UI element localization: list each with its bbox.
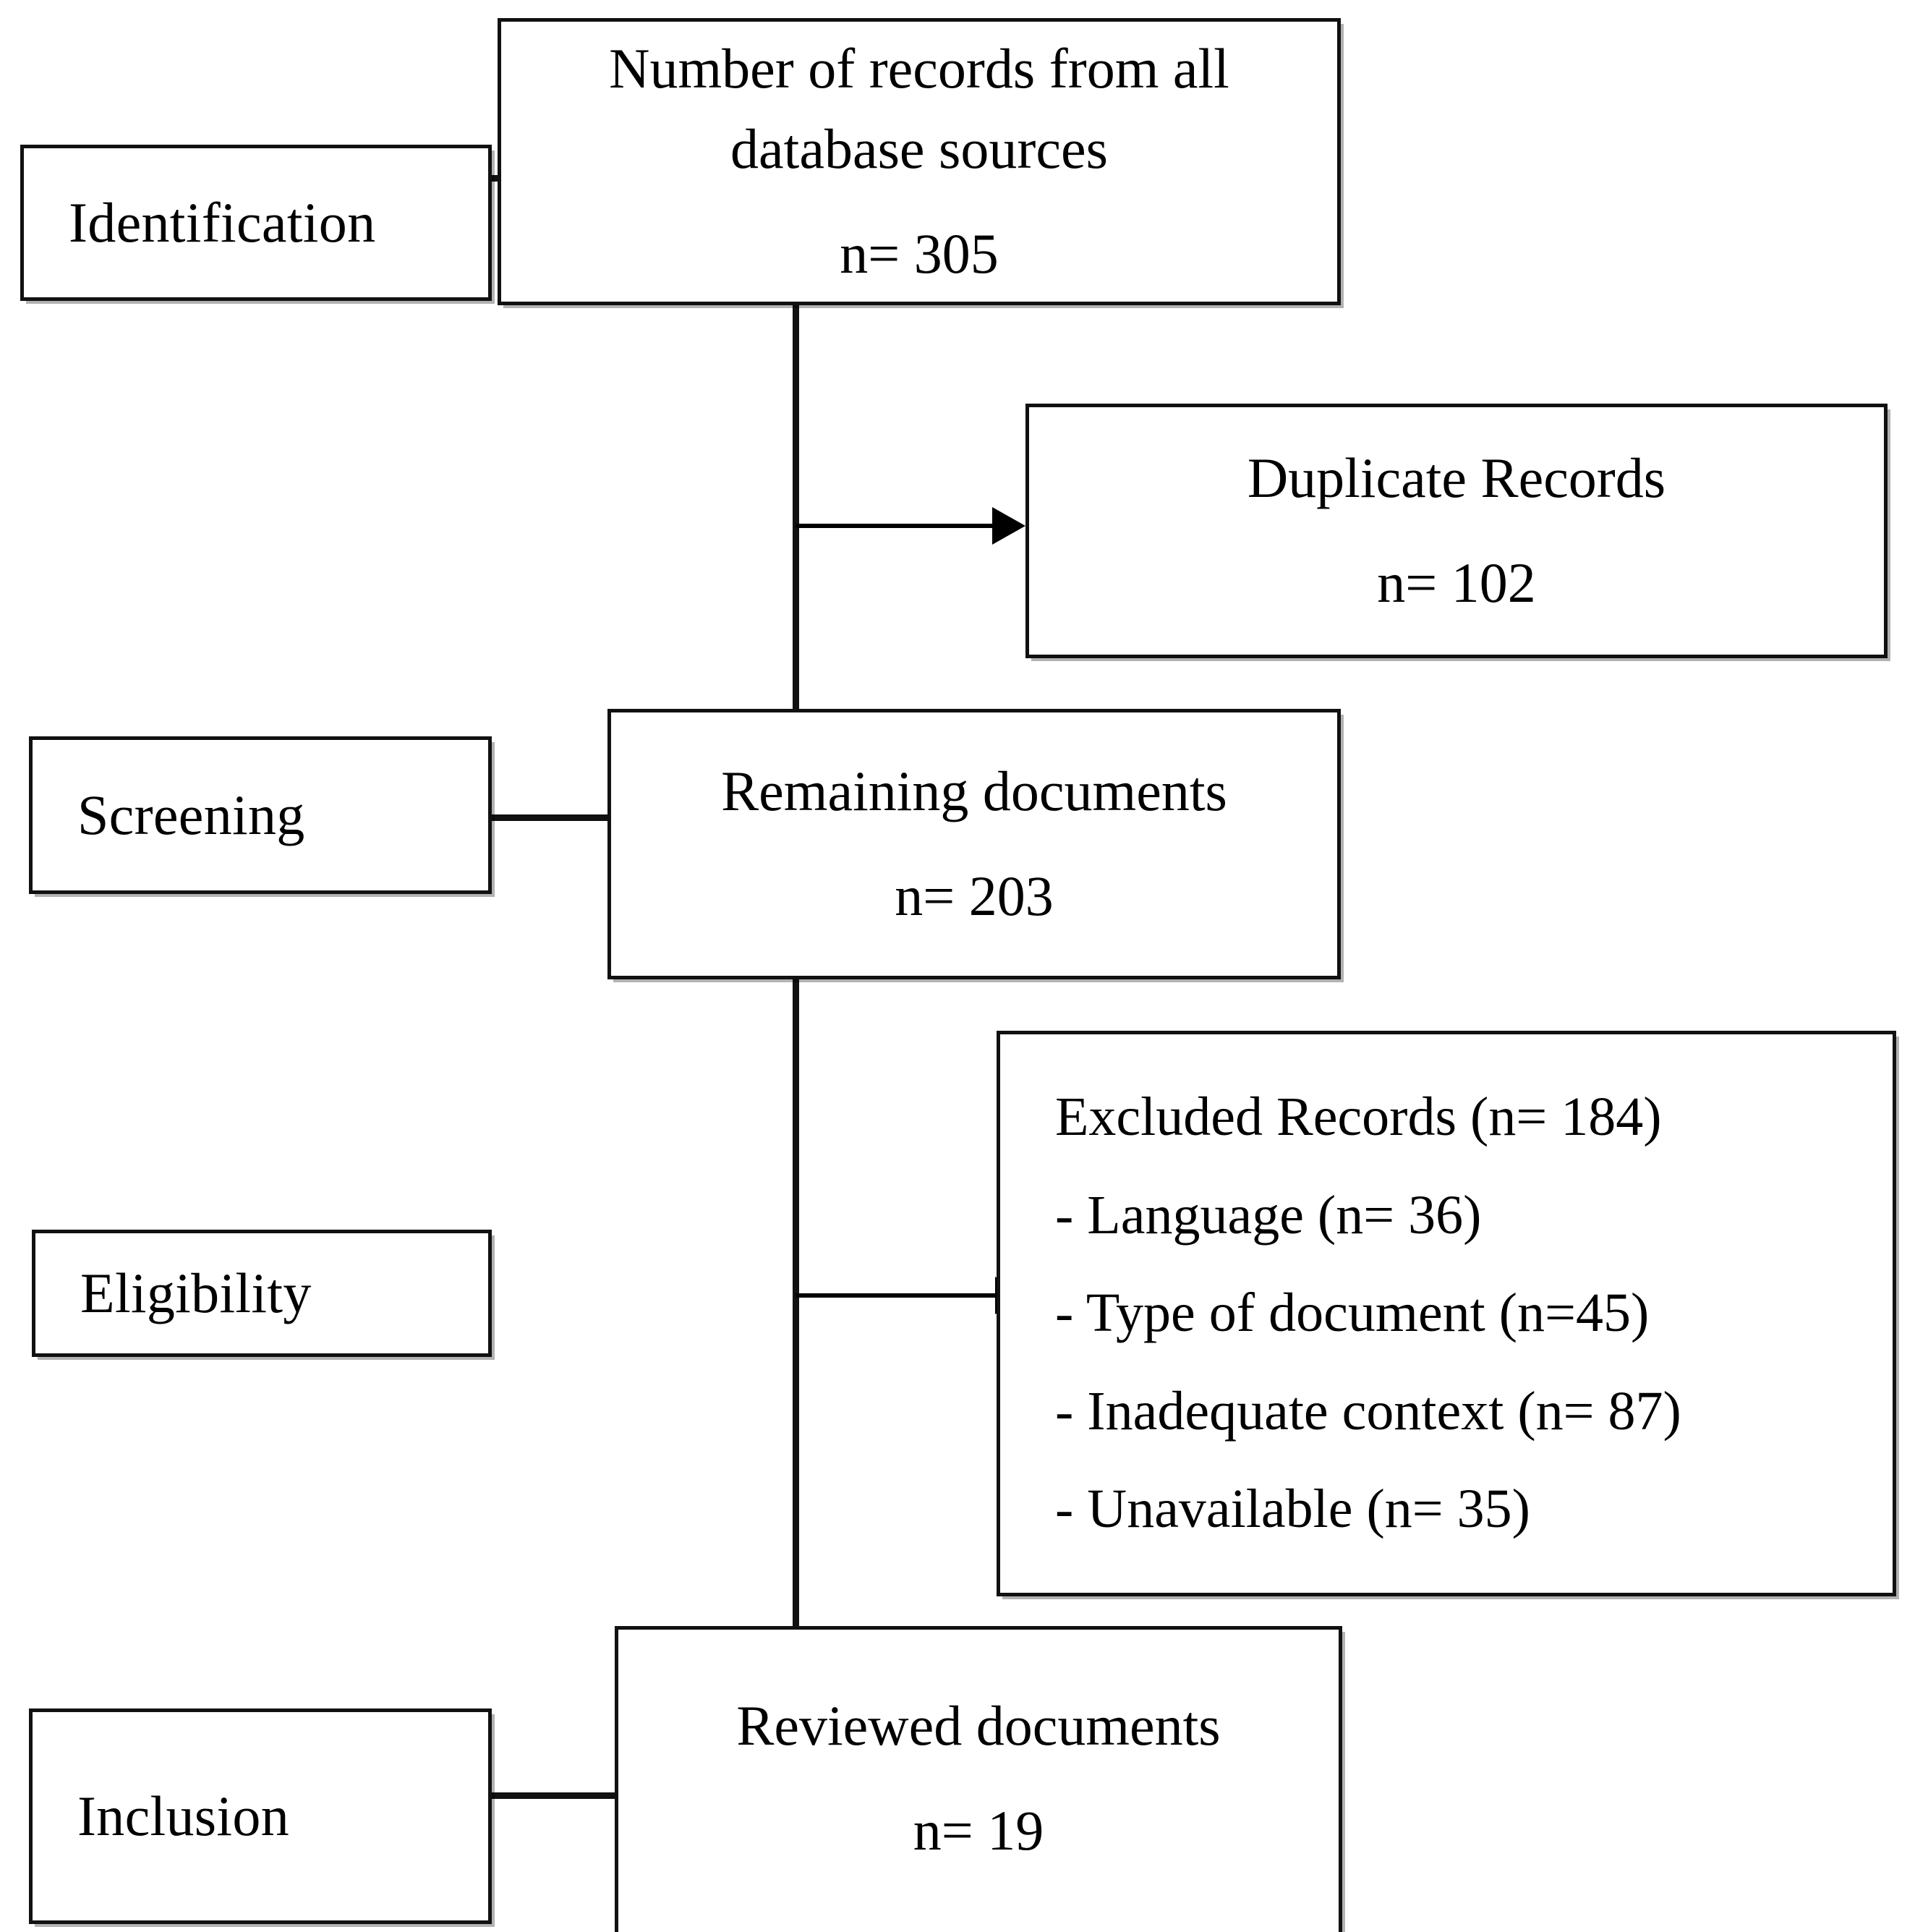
node-excluded-reason-unavailable: - Unavailable (n= 35) [1055, 1478, 1530, 1540]
stage-box-identification[interactable]: Identification [20, 145, 492, 301]
connector-inclusion-to-reviewed [489, 1792, 619, 1799]
stage-box-screening[interactable]: Screening [29, 736, 492, 894]
node-duplicates-line1: Duplicate Records [1247, 446, 1666, 510]
node-box-excluded[interactable]: Excluded Records (n= 184) - Language (n=… [997, 1031, 1896, 1596]
node-box-records[interactable]: Number of records from all database sour… [498, 18, 1341, 305]
node-reviewed-line1: Reviewed documents [736, 1694, 1221, 1757]
stage-label-screening: Screening [77, 783, 305, 847]
connector-to-duplicates [796, 524, 997, 528]
node-remaining-line1: Remaining documents [721, 759, 1227, 823]
node-box-remaining[interactable]: Remaining documents n= 203 [607, 709, 1341, 979]
connector-remaining-to-reviewed [793, 979, 799, 1630]
node-reviewed-count: n= 19 [913, 1798, 1044, 1862]
stage-label-inclusion: Inclusion [77, 1784, 289, 1848]
node-excluded-reason-inadequate-context: - Inadequate context (n= 87) [1055, 1380, 1681, 1442]
node-duplicates-count: n= 102 [1377, 551, 1536, 614]
node-excluded-reason-type-of-document: - Type of document (n=45) [1055, 1282, 1650, 1344]
connector-records-to-remaining [793, 302, 799, 712]
node-records-line2: database sources [730, 117, 1108, 181]
connector-to-excluded [796, 1293, 999, 1298]
connector-screening-to-remaining [489, 814, 613, 821]
arrowhead-duplicates [992, 507, 1025, 545]
node-box-reviewed[interactable]: Reviewed documents n= 19 [615, 1626, 1342, 1932]
stage-box-inclusion[interactable]: Inclusion [29, 1708, 492, 1924]
node-excluded-reason-language: - Language (n= 36) [1055, 1184, 1482, 1246]
node-records-line1: Number of records from all [609, 37, 1229, 101]
node-records-count: n= 305 [840, 221, 999, 285]
stage-label-eligibility: Eligibility [80, 1261, 312, 1325]
node-remaining-count: n= 203 [895, 864, 1054, 927]
node-excluded-heading: Excluded Records (n= 184) [1055, 1086, 1662, 1148]
node-box-duplicates[interactable]: Duplicate Records n= 102 [1025, 404, 1888, 658]
stage-box-eligibility[interactable]: Eligibility [32, 1230, 492, 1357]
stage-label-identification: Identification [69, 191, 376, 255]
